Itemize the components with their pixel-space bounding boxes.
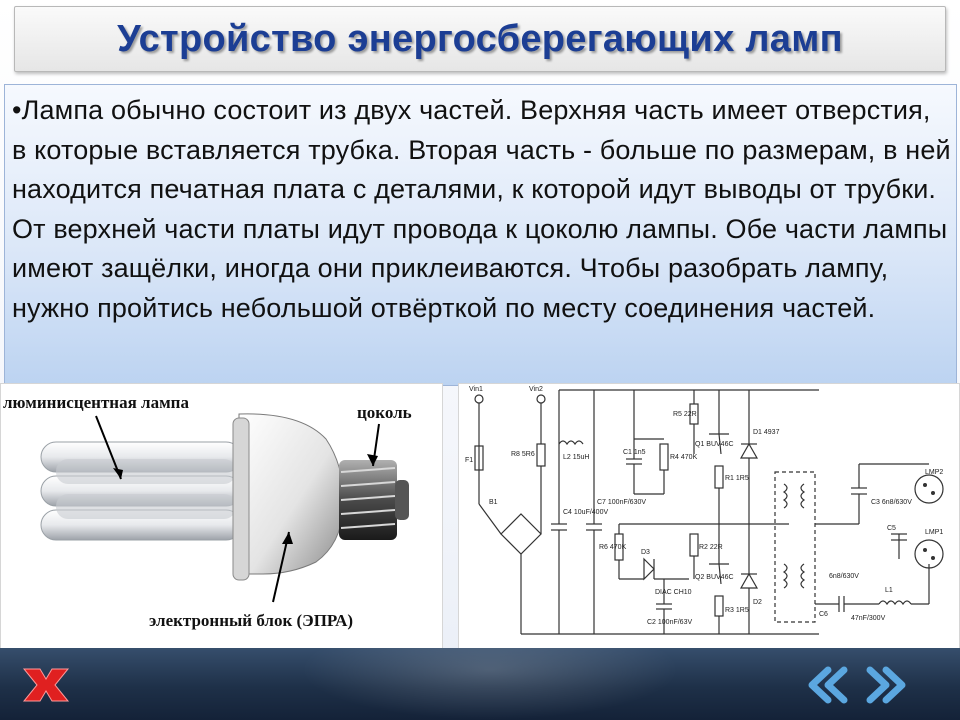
lbl-r8: R8 5R6 [511,451,535,458]
label-base: цоколь [357,403,412,422]
lbl-c3: C3 6n8/630V [871,499,912,506]
fluorescent-tubes [40,441,242,541]
lbl-c6: C6 [819,611,828,618]
lbl-l1: L1 [885,587,893,594]
double-chevron-right-icon[interactable] [862,666,908,704]
lbl-c5: C5 [887,525,896,532]
lbl-r5: R5 22R [673,411,697,418]
lbl-lmp2: LMP2 [925,469,943,476]
double-chevron-left-icon[interactable] [806,666,852,704]
lbl-diac: DIAC CH10 [655,589,692,596]
label-ballast: электронный блок (ЭПРА) [149,611,353,630]
screw-base [339,460,409,540]
lamp-photo: люминисцентная лампа цоколь электронный … [0,383,443,653]
lbl-c5v: 6n8/630V [829,573,859,580]
lbl-c1: C1 1n5 [623,449,646,456]
lbl-c6v: 47nF/300V [851,615,886,622]
body-text: •Лампа обычно состоит из двух частей. Ве… [12,95,951,323]
lbl-vin2: Vin2 [529,386,543,393]
lbl-c2: C2 100nF/63V [647,619,692,626]
arrow-tube [95,415,122,480]
lbl-vin1: Vin1 [469,386,483,393]
lbl-q1: Q1 BUV46C [695,441,734,448]
lbl-b1: B1 [489,499,498,506]
x-logo-icon [22,667,70,703]
lbl-q2: Q2 BUV46C [695,574,734,581]
lbl-r4: R4 470K [670,454,698,461]
lbl-l2: L2 15uH [563,454,589,461]
text-box: •Лампа обычно состоит из двух частей. Ве… [4,84,957,386]
lbl-r2: R2 22R [699,544,723,551]
bottom-bar [0,648,960,720]
lbl-r1: R1 1R5 [725,475,749,482]
lamp-illustration: люминисцентная лампа цоколь электронный … [3,393,412,630]
circuit-diagram: Vin1 Vin2 F1 R8 5R6 L2 15uH B1 C4 10uF/4… [458,383,960,653]
lbl-d2: D2 [753,599,762,606]
slide-title: Устройство энергосберегающих ламп [117,18,843,60]
lbl-d3: D3 [641,549,650,556]
circuit-schematic: Vin1 Vin2 F1 R8 5R6 L2 15uH B1 C4 10uF/4… [465,386,944,635]
lbl-lmp1: LMP1 [925,529,943,536]
lbl-r3: R3 1R5 [725,607,749,614]
lbl-c4: C4 10uF/400V [563,509,608,516]
lbl-f1: F1 [465,457,473,464]
title-bar: Устройство энергосберегающих ламп [14,6,946,72]
lbl-r6: R6 470K [599,544,627,551]
label-tube: люминисцентная лампа [3,393,189,412]
ballast-housing [238,413,344,575]
lbl-c7: C7 100nF/630V [597,499,646,506]
lbl-d1: D1 4937 [753,429,780,436]
